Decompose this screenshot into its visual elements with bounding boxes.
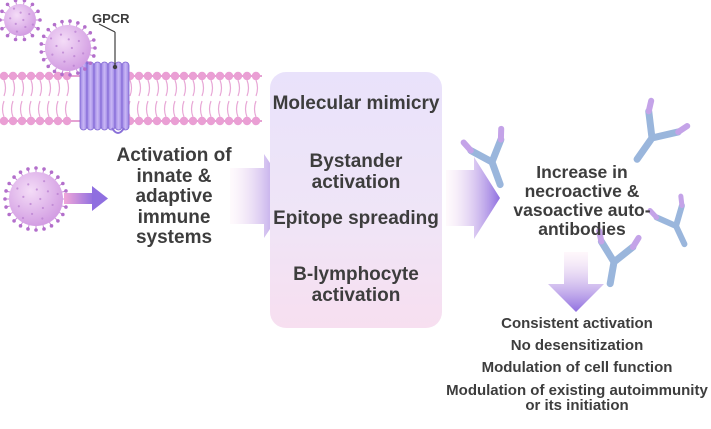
gpcr-label: GPCR [92, 11, 130, 26]
outcomes-list: Consistent activation No desensitization… [446, 315, 708, 419]
outcome-item: Modulation of existing autoimmunity or i… [446, 381, 708, 414]
virus-icon [3, 166, 69, 232]
antibody-icon [596, 227, 642, 288]
antibody-icon [647, 193, 688, 248]
gpcr-receptor-icon [77, 23, 130, 134]
mechanism-b-lymphocyte-activation: B-lymphocyte activation [293, 264, 419, 306]
virus-icon [0, 0, 42, 42]
mechanism-bystander-activation: Bystander activation [309, 151, 403, 193]
mechanism-molecular-mimicry: Molecular mimicry [272, 93, 440, 114]
outcome-item: Modulation of cell function [481, 359, 673, 377]
arrow-icon [446, 157, 500, 239]
outcome-item: No desensitization [510, 337, 644, 355]
cell-membrane [0, 71, 262, 126]
mechanisms-box: Molecular mimicry Bystander activation E… [270, 72, 442, 328]
arrow-icon [64, 186, 108, 211]
outcome-item: Consistent activation [501, 315, 653, 332]
antibody-icon [460, 125, 505, 189]
mechanism-epitope-spreading: Epitope spreading [273, 208, 439, 229]
activation-text: Activation of innate & adaptive immune s… [116, 145, 232, 249]
virus-icon [39, 19, 97, 77]
autoantibody-increase-text: Increase in necroactive & vasoactive aut… [513, 162, 651, 239]
antibody-icon [633, 97, 691, 163]
arrow-icon [548, 252, 604, 312]
